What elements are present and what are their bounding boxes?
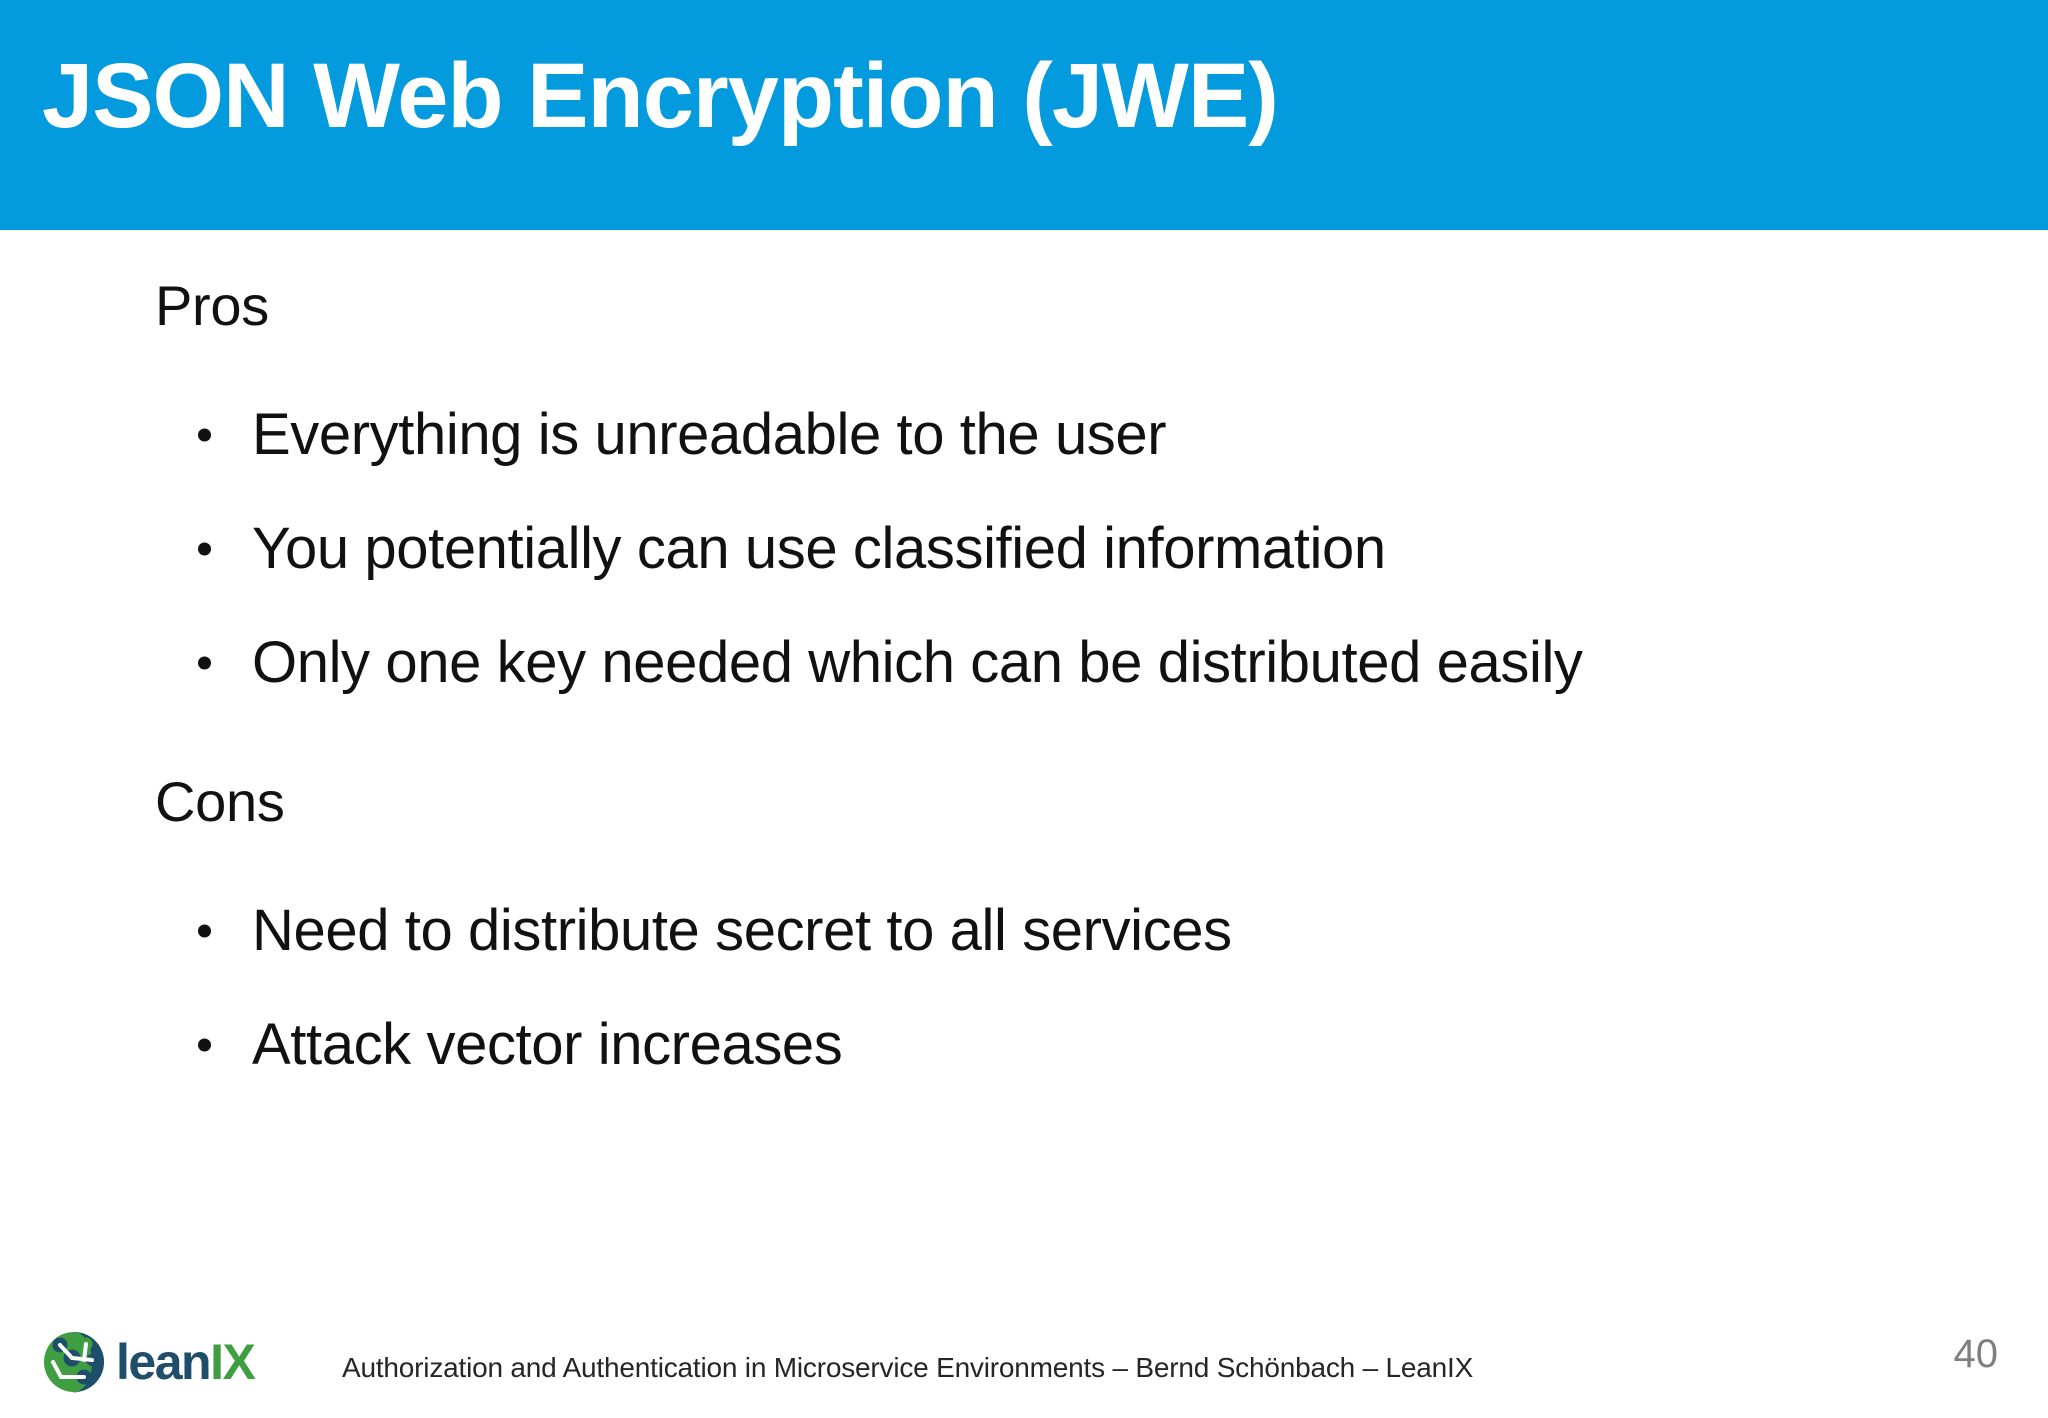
logo-word-lean: lean bbox=[116, 1334, 212, 1390]
bullet-dot-icon bbox=[198, 542, 211, 556]
list-item: Attack vector increases bbox=[190, 988, 2048, 1102]
list-item-label: Everything is unreadable to the user bbox=[252, 402, 1167, 467]
logo-word-ix: IX bbox=[210, 1334, 256, 1390]
footer-caption: Authorization and Authentication in Micr… bbox=[342, 1352, 1474, 1383]
list-item: You potentially can use classified infor… bbox=[190, 492, 2048, 606]
bullet-list-cons: Need to distribute secret to all service… bbox=[0, 874, 2048, 1102]
list-item: Everything is unreadable to the user bbox=[190, 378, 2048, 492]
content-group-cons: Cons Need to distribute secret to all se… bbox=[0, 774, 2048, 1102]
list-item-label: Attack vector increases bbox=[252, 1012, 843, 1077]
list-item: Need to distribute secret to all service… bbox=[190, 874, 2048, 988]
slide-title: JSON Web Encryption (JWE) bbox=[42, 45, 1279, 147]
bullet-list-pros: Everything is unreadable to the user You… bbox=[0, 378, 2048, 720]
group-heading-cons: Cons bbox=[155, 770, 285, 833]
bullet-dot-icon bbox=[198, 656, 211, 670]
list-item-label: Need to distribute secret to all service… bbox=[252, 898, 1232, 963]
bullet-dot-icon bbox=[198, 924, 211, 938]
list-item-label: You potentially can use classified infor… bbox=[252, 516, 1386, 581]
bullet-dot-icon bbox=[198, 1038, 211, 1052]
title-banner: JSON Web Encryption (JWE) bbox=[0, 0, 2048, 230]
slide-body: Pros Everything is unreadable to the use… bbox=[0, 230, 2048, 1310]
content-group-pros: Pros Everything is unreadable to the use… bbox=[0, 278, 2048, 720]
leanix-brain-logo-icon bbox=[44, 1332, 104, 1393]
group-heading-pros: Pros bbox=[155, 274, 269, 337]
list-item-label: Only one key needed which can be distrib… bbox=[252, 630, 1583, 695]
page-number: 40 bbox=[1953, 1332, 1999, 1376]
list-item: Only one key needed which can be distrib… bbox=[190, 606, 2048, 720]
bullet-dot-icon bbox=[198, 428, 211, 442]
